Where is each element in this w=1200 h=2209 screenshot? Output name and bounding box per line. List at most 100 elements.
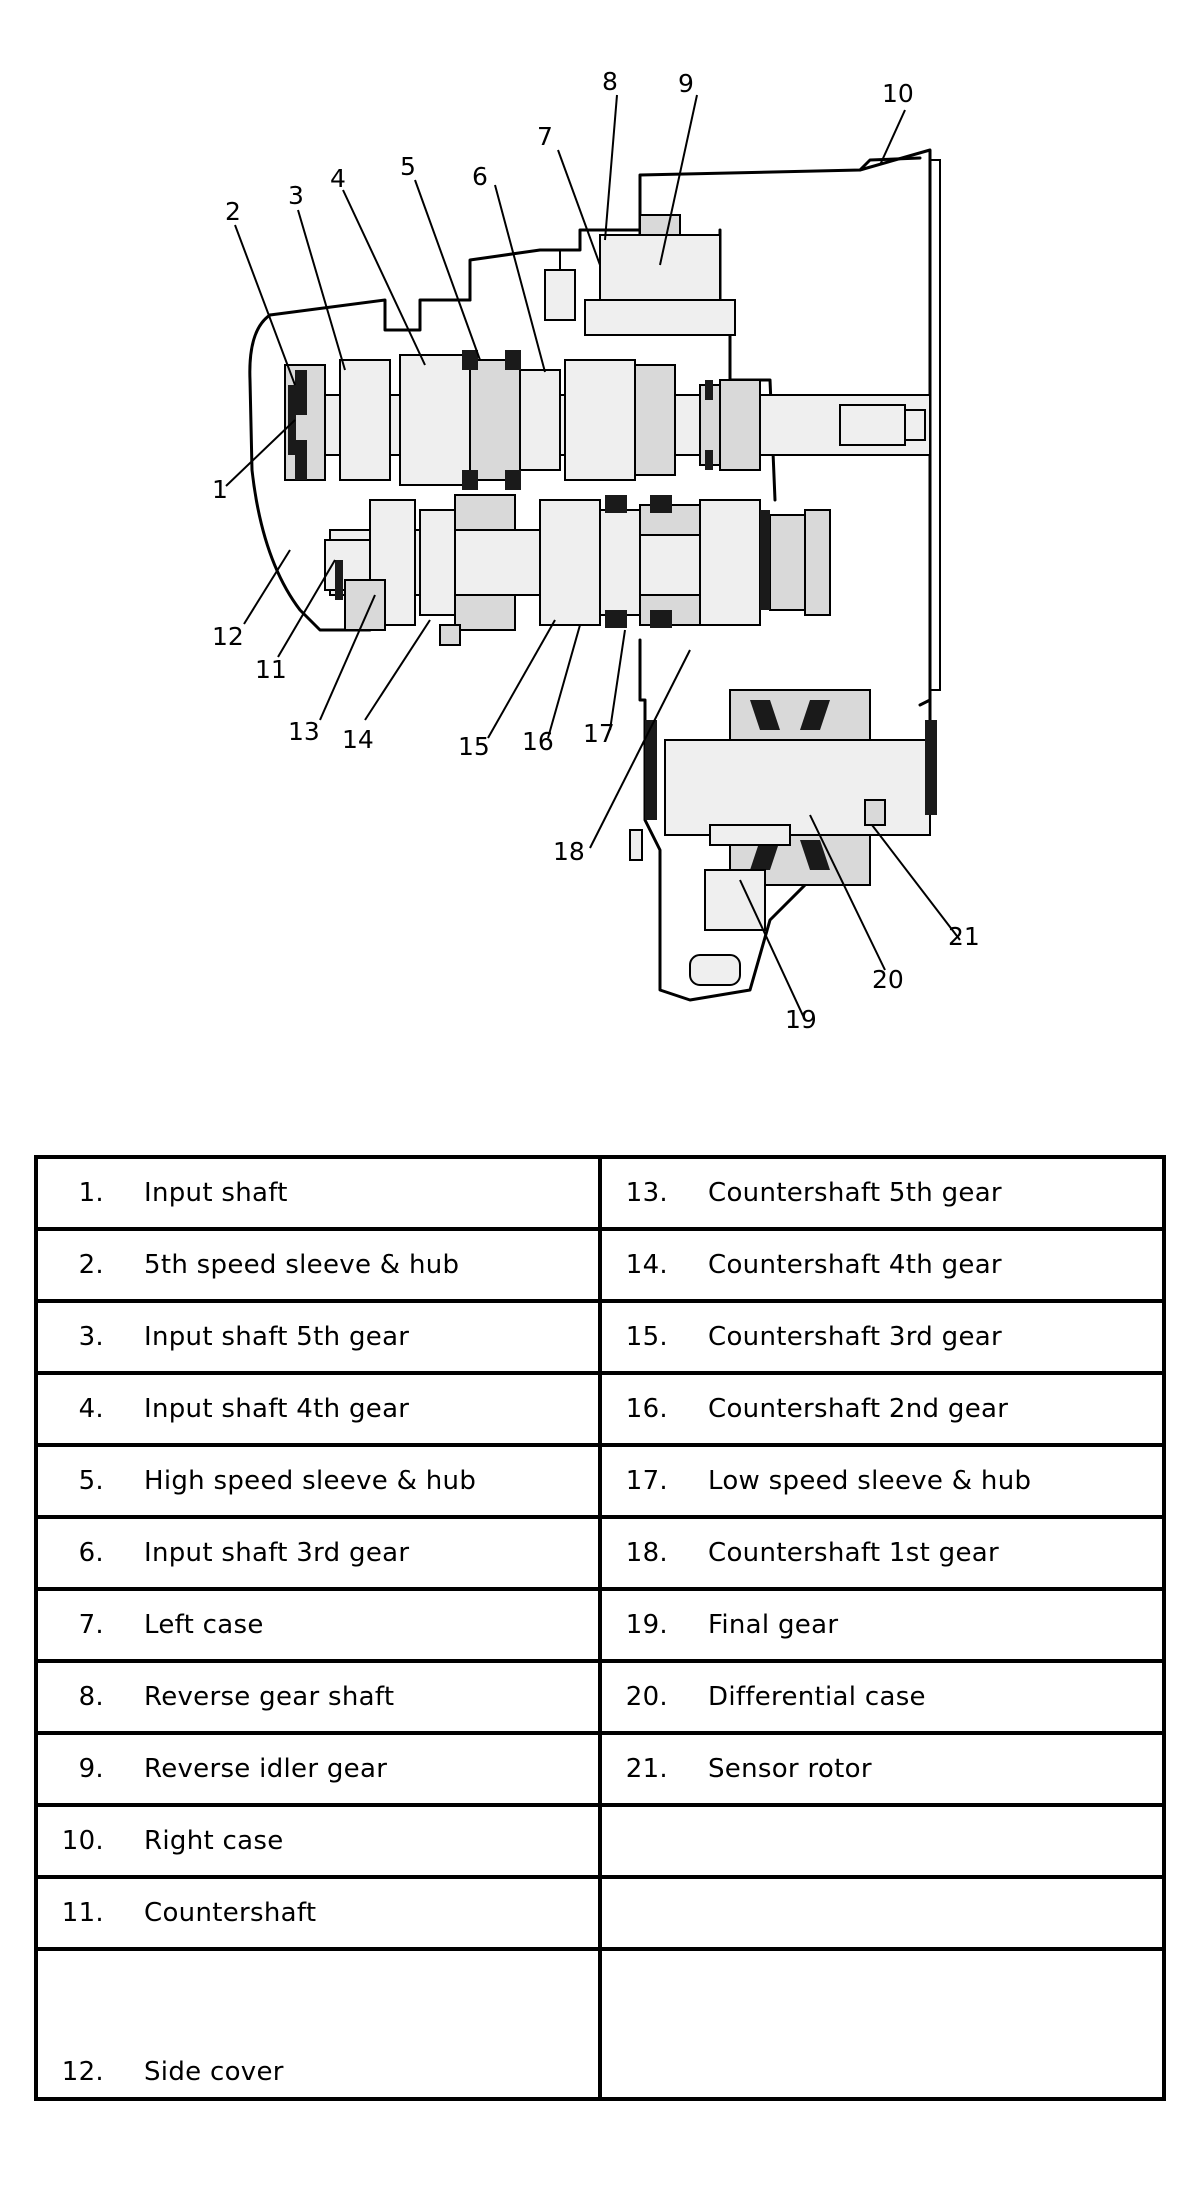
transmission-cross-section: 1 2 3 4 5 6 7 8 9 10 11 12 13 14 15 16 1… bbox=[212, 67, 980, 1034]
legend-item-number: 3. bbox=[78, 1322, 104, 1352]
legend-entry: 20. Differential case bbox=[602, 1682, 1162, 1712]
input-shaft-gears bbox=[284, 350, 676, 490]
transmission-diagram: 1 2 3 4 5 6 7 8 9 10 11 12 13 14 15 16 1… bbox=[212, 67, 980, 1034]
legend-item-label: Input shaft bbox=[144, 1178, 288, 1208]
legend-item-label: Right case bbox=[144, 1826, 284, 1856]
legend-cell-left: 2.5th speed sleeve & hub bbox=[34, 1227, 602, 1303]
legend-item-label: Countershaft 2nd gear bbox=[708, 1394, 1009, 1424]
callout-17: 17 bbox=[583, 719, 615, 748]
legend-cell-right: 20. Differential case bbox=[598, 1659, 1166, 1735]
callout-6: 6 bbox=[472, 162, 488, 191]
callout-12: 12 bbox=[212, 622, 244, 651]
legend-cell-right: 21. Sensor rotor bbox=[598, 1731, 1166, 1807]
legend-row: 12.Side cover bbox=[34, 1947, 1166, 2101]
legend-item-number: 21. bbox=[625, 1754, 668, 1784]
legend-row: 3. Input shaft 5th gear 15.Countershaft 3r… bbox=[34, 1299, 1166, 1375]
legend-entry: 9. Reverse idler gear bbox=[38, 1754, 598, 1784]
legend-entry: 7. Left case bbox=[38, 1610, 598, 1640]
legend-item-number: 10. bbox=[61, 1826, 104, 1856]
legend-item-number: 17. bbox=[625, 1466, 668, 1496]
legend-item-label: Reverse gear shaft bbox=[144, 1682, 395, 1712]
legend-entry: 19. Final gear bbox=[602, 1610, 1162, 1640]
legend-item-number: 7. bbox=[78, 1610, 104, 1640]
callout-11: 11 bbox=[255, 655, 287, 684]
legend-item-number: 2. bbox=[78, 1250, 104, 1280]
legend-item-label: Final gear bbox=[708, 1610, 839, 1640]
legend-row: 5.High speed sleeve & hub 17. Low speed sl… bbox=[34, 1443, 1166, 1519]
legend-row: 9. Reverse idler gear 21. Sensor rotor bbox=[34, 1731, 1166, 1807]
callout-10: 10 bbox=[882, 79, 914, 108]
legend-item-number: 14. bbox=[625, 1250, 668, 1280]
legend-entry: 15.Countershaft 3rd gear bbox=[602, 1322, 1162, 1352]
legend-row: 10. Right case bbox=[34, 1803, 1166, 1879]
legend-item-label: Countershaft 1st gear bbox=[708, 1538, 999, 1568]
legend-item-number: 5. bbox=[78, 1466, 104, 1496]
legend-cell-left: 5.High speed sleeve & hub bbox=[34, 1443, 602, 1519]
legend-cell-left: 8.Reverse gear shaft bbox=[34, 1659, 602, 1735]
callout-2: 2 bbox=[225, 197, 241, 226]
callout-18: 18 bbox=[553, 837, 585, 866]
legend-entry: 17. Low speed sleeve & hub bbox=[602, 1466, 1162, 1496]
reverse-gear-assembly bbox=[544, 214, 736, 336]
right-case-outline bbox=[638, 148, 941, 707]
legend-entry: 8.Reverse gear shaft bbox=[38, 1682, 598, 1712]
legend-entry: 14. Countershaft 4th gear bbox=[602, 1250, 1162, 1280]
legend-item-label: Low speed sleeve & hub bbox=[708, 1466, 1032, 1496]
callout-14: 14 bbox=[342, 725, 374, 754]
legend-cell-right bbox=[598, 1803, 1166, 1879]
legend-entry: 5.High speed sleeve & hub bbox=[38, 1466, 598, 1496]
legend-item-label: Countershaft bbox=[144, 1898, 317, 1928]
legend-item-label: Input shaft 5th gear bbox=[144, 1322, 410, 1352]
legend-item-label: Left case bbox=[144, 1610, 264, 1640]
legend-entry: 12.Side cover bbox=[38, 2057, 598, 2087]
legend-item-label: Reverse idler gear bbox=[144, 1754, 388, 1784]
legend-item-label: Differential case bbox=[708, 1682, 926, 1712]
legend-item-number: 15. bbox=[625, 1322, 668, 1352]
callout-19: 19 bbox=[785, 1005, 817, 1034]
legend-entry: 2.5th speed sleeve & hub bbox=[38, 1250, 598, 1280]
legend-row: 4.Input shaft 4th gear 16. Countershaft 2n… bbox=[34, 1371, 1166, 1447]
callout-21: 21 bbox=[948, 922, 980, 951]
legend-cell-right bbox=[598, 1947, 1166, 2101]
legend-entry: 11.Countershaft bbox=[38, 1898, 598, 1928]
legend-row: 8.Reverse gear shaft 20. Differential case bbox=[34, 1659, 1166, 1735]
legend-item-label: Countershaft 5th gear bbox=[708, 1178, 1002, 1208]
callout-16: 16 bbox=[522, 727, 554, 756]
legend-cell-right: 19. Final gear bbox=[598, 1587, 1166, 1663]
legend-row: 7. Left case 19. Final gear bbox=[34, 1587, 1166, 1663]
legend-item-number: 12. bbox=[61, 2057, 104, 2087]
callout-5: 5 bbox=[400, 152, 416, 181]
legend-cell-right: 16. Countershaft 2nd gear bbox=[598, 1371, 1166, 1447]
legend-entry: 21. Sensor rotor bbox=[602, 1754, 1162, 1784]
callout-7: 7 bbox=[537, 122, 553, 151]
callout-numbers: 1 2 3 4 5 6 7 8 9 10 11 12 13 14 15 16 1… bbox=[212, 67, 980, 1034]
legend-cell-left: 12.Side cover bbox=[34, 1947, 602, 2101]
legend-cell-left: 4.Input shaft 4th gear bbox=[34, 1371, 602, 1447]
legend-item-number: 16. bbox=[625, 1394, 668, 1424]
leader-lines bbox=[225, 94, 961, 1021]
legend-cell-left: 11.Countershaft bbox=[34, 1875, 602, 1951]
legend-cell-left: 6.Input shaft 3rd gear bbox=[34, 1515, 602, 1591]
legend-entry: 16. Countershaft 2nd gear bbox=[602, 1394, 1162, 1424]
legend-item-number: 13. bbox=[625, 1178, 668, 1208]
legend-item-number: 20. bbox=[625, 1682, 668, 1712]
legend-item-number: 19. bbox=[625, 1610, 668, 1640]
legend-item-number: 9. bbox=[78, 1754, 104, 1784]
legend-item-label: Sensor rotor bbox=[708, 1754, 872, 1784]
legend-item-label: Countershaft 4th gear bbox=[708, 1250, 1002, 1280]
callout-15: 15 bbox=[458, 732, 490, 761]
callout-3: 3 bbox=[288, 181, 304, 210]
legend-item-number: 4. bbox=[78, 1394, 104, 1424]
legend-cell-right: 14. Countershaft 4th gear bbox=[598, 1227, 1166, 1303]
legend-cell-right: 17. Low speed sleeve & hub bbox=[598, 1443, 1166, 1519]
legend-cell-right bbox=[598, 1875, 1166, 1951]
legend-row: 11.Countershaft bbox=[34, 1875, 1166, 1951]
legend-cell-left: 7. Left case bbox=[34, 1587, 602, 1663]
legend-cell-right: 18.Countershaft 1st gear bbox=[598, 1515, 1166, 1591]
callout-9: 9 bbox=[678, 69, 694, 98]
callout-13: 13 bbox=[288, 717, 320, 746]
